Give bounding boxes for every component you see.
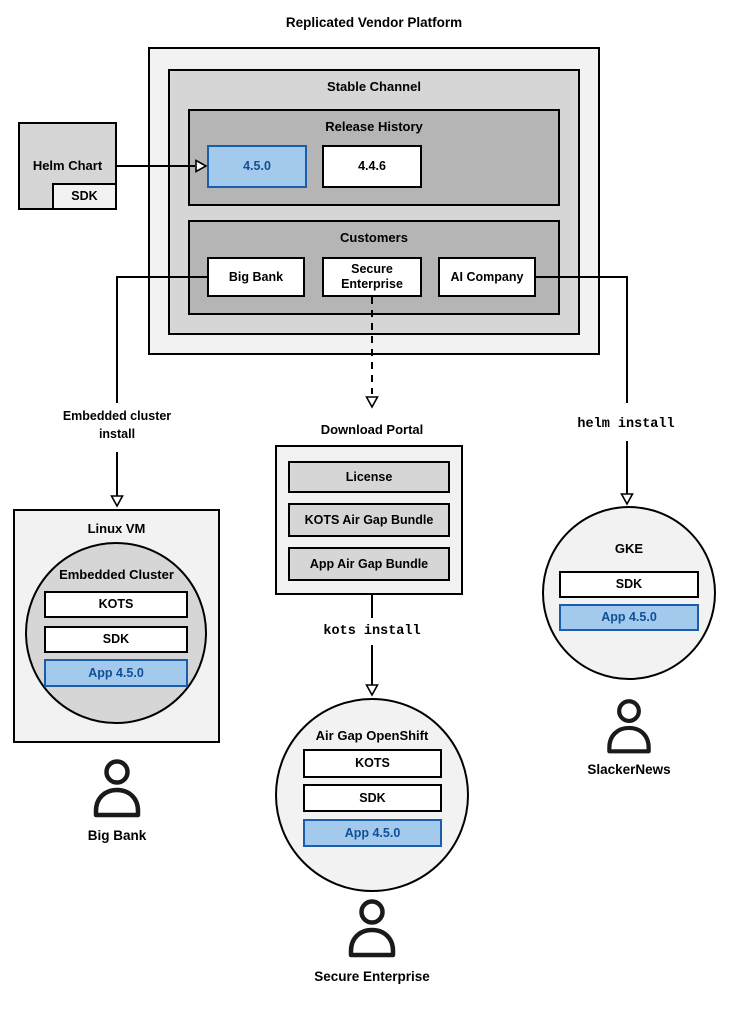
- portal-item-label: App Air Gap Bundle: [309, 556, 429, 571]
- openshift-kots-box: KOTS: [303, 749, 442, 778]
- release-node-4-4-6: 4.4.6: [322, 145, 422, 188]
- customer-node-ai-company: AI Company: [438, 257, 536, 297]
- portal-item-license: License: [288, 461, 450, 493]
- helm-install-label: helm install: [577, 417, 675, 432]
- customer-name: Secure Enterprise: [341, 262, 403, 291]
- user-label-slackernews: SlackerNews: [587, 762, 671, 777]
- component-label: KOTS: [98, 597, 134, 611]
- component-label: App 4.5.0: [88, 665, 144, 680]
- customers-label: Customers: [340, 230, 408, 245]
- customer-node-big-bank: Big Bank: [207, 257, 305, 297]
- user-icon-secure-enterprise: [344, 898, 400, 960]
- release-node-4-5-0: 4.5.0: [207, 145, 307, 188]
- gke-app-box: App 4.5.0: [559, 604, 699, 631]
- user-icon-slackernews: [601, 698, 657, 756]
- linux-vm-label: Linux VM: [87, 521, 146, 536]
- gke-sdk-box: SDK: [559, 571, 699, 598]
- sdk-label: SDK: [71, 189, 98, 203]
- customer-node-secure-enterprise: Secure Enterprise: [322, 257, 422, 297]
- embedded-cluster-label: Embedded Cluster: [59, 567, 174, 582]
- component-label: SDK: [615, 577, 643, 591]
- linux-vm-kots-box: KOTS: [44, 591, 188, 618]
- helm-chart-label: Helm Chart: [32, 158, 103, 173]
- portal-item-kots-airgap-bundle: KOTS Air Gap Bundle: [288, 503, 450, 537]
- arrowhead-down-icon: [110, 495, 124, 508]
- gke-label: GKE: [614, 541, 644, 556]
- embedded-cluster-install-label: Embedded cluster install: [62, 409, 172, 441]
- arrowhead-down-icon: [365, 396, 379, 409]
- download-portal-label: Download Portal: [320, 422, 424, 437]
- arrowhead-down-icon: [620, 493, 634, 506]
- linux-vm-sdk-box: SDK: [44, 626, 188, 653]
- diagram-title: Replicated Vendor Platform: [285, 15, 463, 30]
- component-label: SDK: [102, 632, 130, 646]
- linux-vm-app-box: App 4.5.0: [44, 659, 188, 687]
- user-label-big-bank: Big Bank: [87, 828, 147, 843]
- portal-item-label: License: [345, 469, 393, 484]
- openshift-sdk-box: SDK: [303, 784, 442, 812]
- component-label: SDK: [359, 790, 386, 805]
- release-history-label: Release History: [325, 119, 423, 134]
- component-label: KOTS: [355, 756, 390, 770]
- user-icon-big-bank: [89, 758, 145, 820]
- portal-item-label: KOTS Air Gap Bundle: [304, 512, 434, 527]
- component-label: App 4.5.0: [601, 610, 657, 624]
- portal-item-app-airgap-bundle: App Air Gap Bundle: [288, 547, 450, 581]
- customer-name: Big Bank: [228, 269, 284, 284]
- helm-chart-sdk-box: SDK: [52, 183, 117, 210]
- stable-channel-label: Stable Channel: [327, 79, 421, 94]
- customer-name: AI Company: [450, 269, 524, 284]
- component-label: App 4.5.0: [344, 825, 401, 840]
- release-version: 4.5.0: [243, 159, 271, 173]
- release-version: 4.4.6: [358, 159, 386, 173]
- openshift-label: Air Gap OpenShift: [315, 728, 429, 743]
- user-label-secure-enterprise: Secure Enterprise: [314, 969, 430, 984]
- openshift-app-box: App 4.5.0: [303, 819, 442, 847]
- kots-install-label: kots install: [323, 624, 421, 639]
- arrowhead-down-icon: [365, 684, 379, 697]
